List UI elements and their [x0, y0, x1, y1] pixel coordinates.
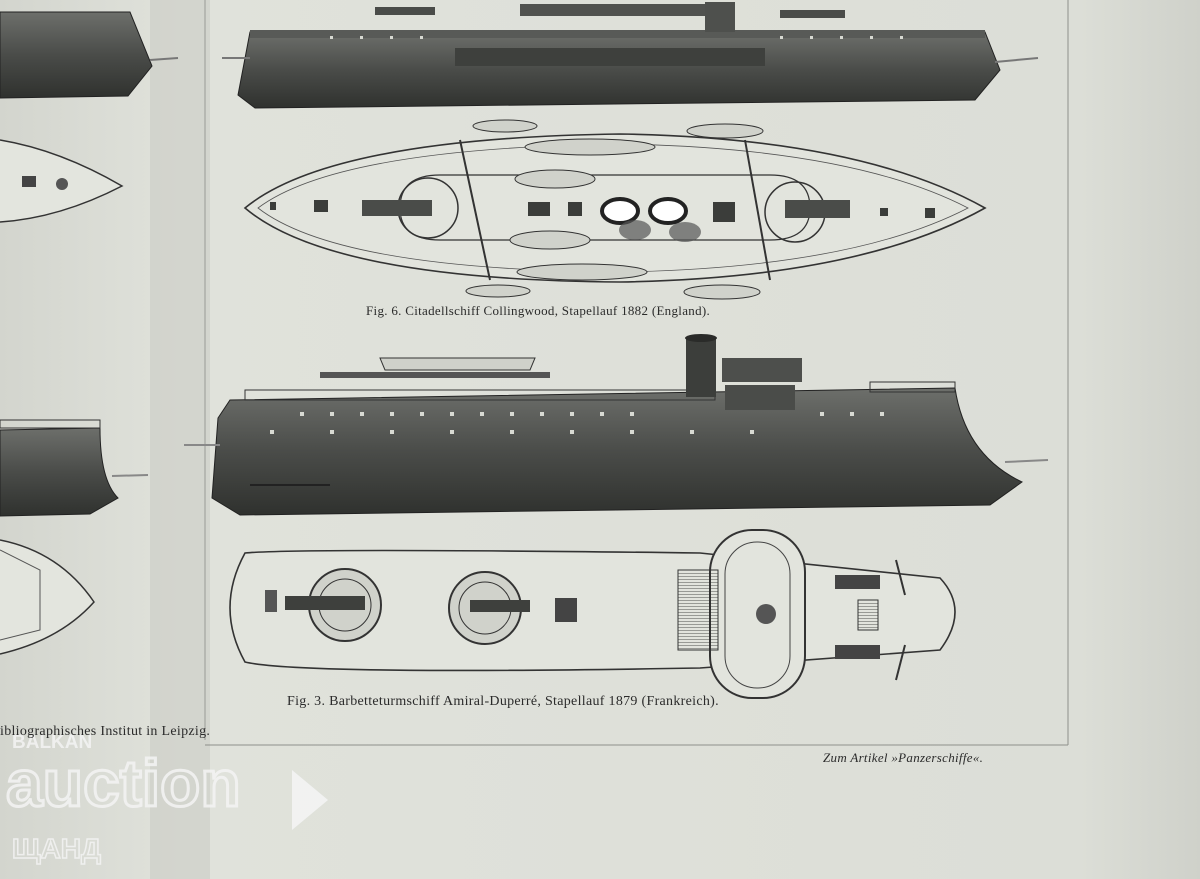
amiral-duperre-side-profile: [184, 334, 1049, 516]
publisher-imprint: ibliographisches Institut in Leipzig.: [0, 724, 211, 739]
partial-ship-middle-left: [0, 419, 149, 517]
watermark-line-3: ЩАНД: [12, 833, 101, 864]
figure-3-caption: Fig. 3. Barbetteturmschiff Amiral-Duperr…: [287, 694, 719, 709]
article-reference: Zum Artikel »Panzerschiffe«.: [823, 750, 984, 765]
partial-ship-top-left: [0, 11, 179, 99]
partial-deck-plan-left-1: [0, 139, 124, 223]
amiral-duperre-deck-plan: [229, 529, 956, 699]
watermark-line-2: auction: [6, 746, 241, 820]
watermark-line-1: BALKAN: [12, 732, 92, 753]
figure-6-caption: Fig. 6. Citadellschiff Collingwood, Stap…: [366, 303, 711, 318]
balkan-auction-watermark: BALKAN auction ЩАНД: [5, 732, 328, 865]
page-fold-shadow: [150, 0, 210, 879]
collingwood-side-profile: [222, 2, 1039, 109]
collingwood-deck-plan: [243, 119, 987, 300]
partial-deck-plan-left-2: [0, 539, 95, 655]
